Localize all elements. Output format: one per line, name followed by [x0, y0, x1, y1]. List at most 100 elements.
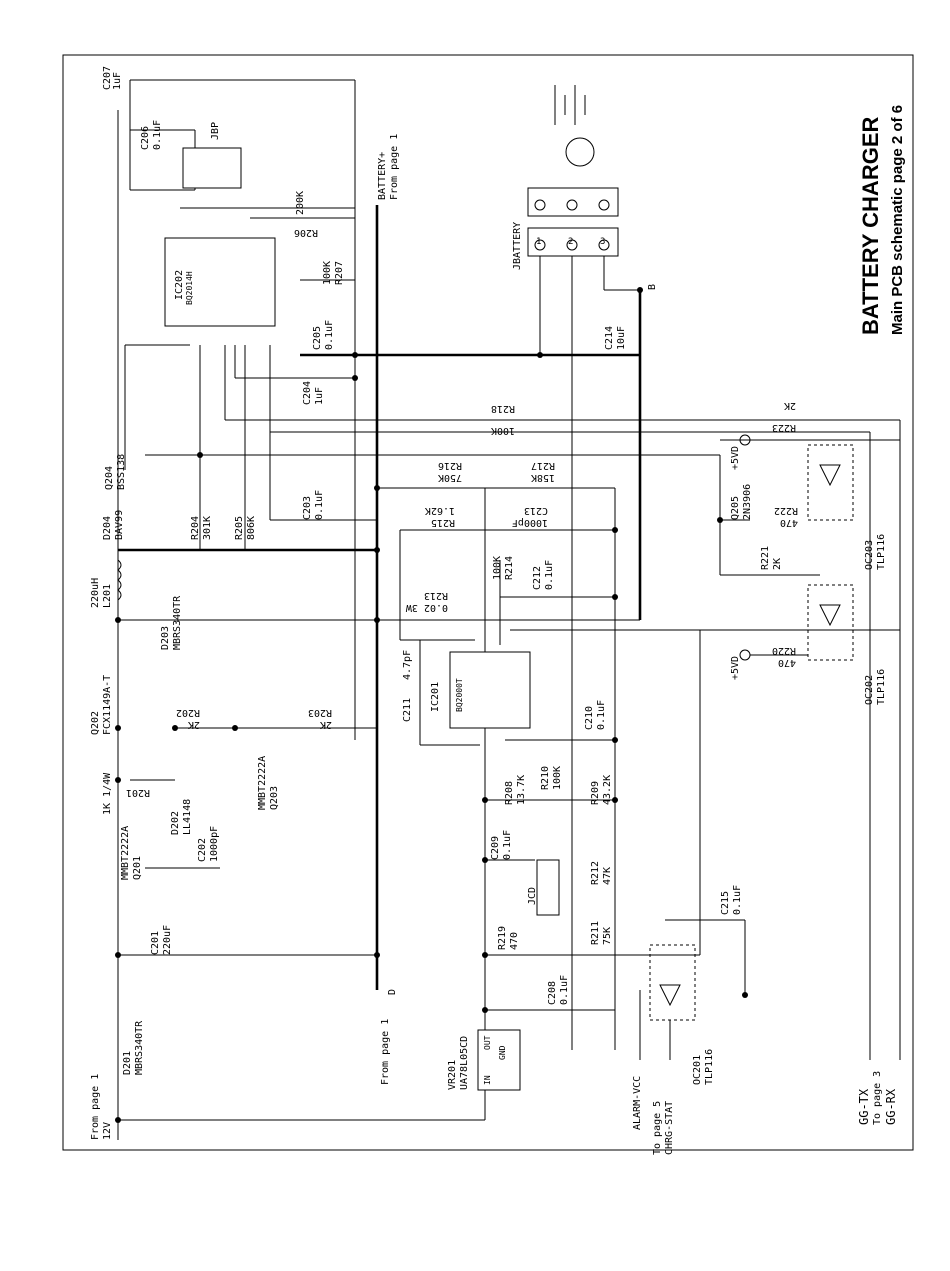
r203-ref: R203 [308, 707, 332, 718]
r214-val: 100K [492, 556, 503, 580]
c205-ref: C205 [312, 326, 323, 350]
net-chrg-stat: CHRG-STAT [664, 1101, 675, 1155]
r209-ref: R209 [590, 781, 601, 805]
oc203-ref: OC203 [864, 540, 875, 570]
r220-val: 470 [778, 657, 796, 668]
r208-ref: R208 [504, 781, 515, 805]
c208-ref: C208 [547, 981, 558, 1005]
r217-ref: R217 [531, 460, 555, 471]
net-battery-plus: BATTERY+ [377, 152, 388, 200]
q205-val: 2N3906 [742, 484, 753, 520]
net-gg-tx: GG-TX [857, 1088, 871, 1125]
net-12v: 12V [102, 1122, 113, 1140]
net-plus5vd-a: +5VD [730, 446, 741, 470]
r216-val: 750K [438, 472, 462, 483]
r204-val: 301K [202, 516, 213, 540]
net-battery-plus-src: From page 1 [389, 134, 400, 200]
ic201-body [449, 651, 531, 729]
r216-ref: R216 [438, 460, 462, 471]
r202-val: 2K [188, 719, 200, 730]
oc201-body [649, 944, 696, 1021]
c206-val: 0.1uF [152, 120, 163, 150]
d201-val: MBRS340TR [134, 1020, 145, 1075]
ic201-ref: IC201 [430, 682, 441, 712]
d203-val: MBRS340TR [172, 595, 183, 650]
c212-ref: C212 [532, 566, 543, 590]
net-d-flag: D [387, 989, 398, 995]
c214-val: 10uF [616, 326, 627, 350]
thermistor-symbol [565, 137, 595, 167]
c204-val: 1uF [314, 387, 325, 405]
d201-ref: D201 [122, 1051, 133, 1075]
vr201-body [477, 1029, 521, 1091]
ic202-ref: IC202 [174, 270, 185, 300]
jcd-jumper [536, 859, 560, 916]
c207-val: 1uF [112, 72, 123, 90]
r212-ref: R212 [590, 861, 601, 885]
c211-ref: C211 [402, 698, 413, 722]
r217-val: 158K [531, 472, 555, 483]
oc201-val: TLP116 [704, 1049, 715, 1085]
r207-val: 100K [322, 261, 333, 285]
r208-val: 13.7K [516, 775, 527, 805]
c204-ref: C204 [302, 381, 313, 405]
r220-ref: R220 [772, 645, 796, 656]
q204-val: BSS138 [116, 454, 127, 490]
jbattery-pin-3: 3 [600, 237, 605, 247]
r221-ref: R221 [760, 546, 771, 570]
c201-val: 220uF [162, 925, 173, 955]
d204-ref: D204 [102, 516, 113, 540]
ic202-body [164, 237, 276, 327]
q203-ref: Q203 [269, 786, 280, 810]
r219-val: 470 [509, 932, 520, 950]
r203-val: 2K [320, 719, 332, 730]
c207-ref: C207 [102, 66, 113, 90]
q203-val: MMBT2222A [257, 756, 268, 810]
c211-val: 4.7pF [402, 650, 413, 680]
c214-ref: C214 [604, 326, 615, 350]
l201-inductor [117, 559, 122, 601]
c205-val: 0.1uF [324, 320, 335, 350]
r215-val: 1.62K [425, 505, 455, 516]
l201-val: 220uH [90, 578, 101, 608]
jbattery-pin-2: 2 [568, 237, 573, 247]
r210-val: 100K [552, 766, 563, 790]
net-alarm-vcc: ALARM-VCC [632, 1076, 643, 1130]
c208-val: 0.1uF [559, 975, 570, 1005]
q201-val: MMBT2222A [120, 826, 131, 880]
q201-ref: Q201 [132, 856, 143, 880]
d202-ref: D202 [170, 811, 181, 835]
r205-ref: R205 [234, 516, 245, 540]
r221-val: 2K [772, 558, 783, 570]
r223-ref: R223 [772, 422, 796, 433]
c210-val: 0.1uF [596, 700, 607, 730]
c213-val: 1000pF [512, 517, 548, 528]
vr201-val: UA78L05CD [459, 1036, 470, 1090]
d204-val: BAV99 [114, 510, 125, 540]
oc202-output-triangle [819, 604, 841, 627]
c202-val: 1000pF [209, 826, 220, 862]
r210-ref: R210 [540, 766, 551, 790]
vr201-pin-gnd: GND [498, 1045, 507, 1060]
r219-ref: R219 [497, 926, 508, 950]
q202-val: FCX1149A-T [102, 675, 113, 735]
net-plus5vd-b: +5VD [730, 656, 741, 680]
jcd-label: JCD [527, 887, 538, 905]
r207-ref: R207 [334, 261, 345, 285]
r205-val: 806K [246, 516, 257, 540]
r213-val: 0.02 3W [405, 602, 448, 613]
oc202-ref: OC202 [864, 675, 875, 705]
c215-ref: C215 [720, 891, 731, 915]
r223-val: 2K [784, 400, 796, 411]
net-b-flag: B [647, 284, 658, 290]
d202-val: LL4148 [182, 799, 193, 835]
r213-ref: R213 [424, 590, 448, 601]
jbp-label: JBP [210, 122, 221, 140]
r214-ref: R214 [504, 556, 515, 580]
ic202-part: BQ2014H [185, 271, 194, 305]
q205-ref: Q205 [730, 496, 741, 520]
vr201-pin-in: IN [483, 1075, 492, 1085]
c203-ref: C203 [302, 496, 313, 520]
